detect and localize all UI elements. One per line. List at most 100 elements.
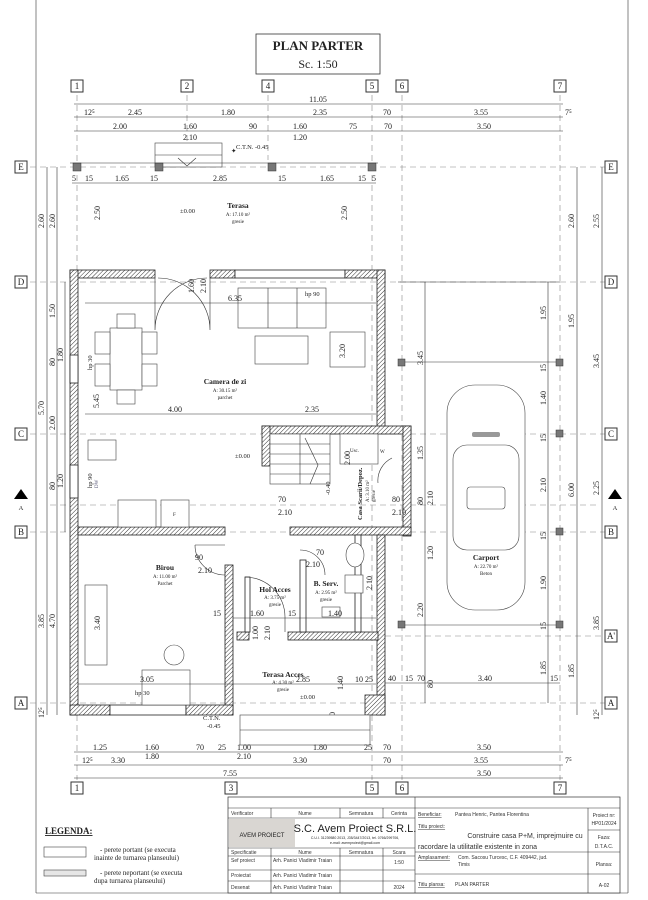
level-entry: ±0.00 — [300, 694, 315, 701]
dim: 80 — [426, 680, 435, 688]
level-hall: ±0.00 — [235, 453, 250, 460]
dim: 2.55 — [592, 214, 601, 228]
company-name: S.C. Avem Proiect S.R.L. — [294, 823, 417, 835]
fridge-label: F — [173, 513, 176, 518]
dim: 3.55 — [474, 756, 488, 765]
tb-year: 2024 — [393, 885, 404, 891]
dim: 15 — [278, 174, 286, 183]
dim: 70 — [417, 674, 425, 683]
staircase — [269, 433, 379, 485]
level-stair: -0.40 — [325, 481, 332, 495]
axis-labels-top: 1 2 4 5 6 7 — [70, 79, 567, 93]
dim: 7.55 — [223, 769, 237, 778]
dim: 2.10 — [237, 752, 251, 761]
company-logo — [229, 819, 295, 847]
hob — [117, 499, 157, 528]
room-terasa: Terasa A: 17.10 m² gresie — [226, 201, 251, 225]
dim: 80 — [48, 358, 57, 366]
coffee-table — [254, 335, 309, 365]
tb-header: Specificatie — [231, 850, 257, 856]
legend-bearing-text: - perete portant (se executa — [100, 846, 177, 854]
level-annotations: ±0.00 ±0.00 ±0.00 C.T.N. -0.45 -0.40 hp … — [87, 208, 385, 730]
tb-role: Proiectat — [231, 873, 251, 879]
tb-label: Faza: — [598, 835, 611, 841]
axis-B-right: B — [608, 527, 614, 537]
dim: 15 — [539, 532, 548, 540]
dim: 25 — [364, 743, 372, 752]
section-marker-right — [608, 489, 622, 499]
tb-name: Arh. Panici Vladimir Traian — [273, 885, 332, 891]
dim: 2.00 — [343, 451, 352, 465]
dim: 1.80 — [145, 752, 159, 761]
room-area: A: 22.70 m² — [474, 564, 499, 570]
legend-swatch-non-bearing — [43, 869, 87, 877]
tb-header: Scara — [392, 850, 405, 856]
dim: 15 — [288, 609, 296, 618]
dim: 5.45 — [92, 394, 101, 408]
furniture — [84, 287, 366, 706]
fridge — [160, 499, 190, 528]
window-label: hp 90 — [87, 473, 94, 488]
room-name: Hol Acces — [259, 585, 291, 594]
room-area: A: 3.75 m² — [264, 595, 286, 601]
dim: 1.40 — [539, 391, 548, 405]
room-floor: gresie — [372, 489, 377, 502]
dim: 1.00 — [237, 743, 251, 752]
room-floor: gresie — [232, 220, 245, 225]
dim: 3.50 — [477, 769, 491, 778]
room-hol-acces: Hol Acces A: 3.75 m² gresie — [259, 585, 291, 608]
dim: 1.25 — [93, 743, 107, 752]
dim: 12⁵ — [37, 707, 46, 718]
axis-7: 7 — [558, 81, 563, 91]
axis-D: D — [18, 277, 25, 287]
room-name: B. Serv. — [314, 579, 339, 588]
dim: 70 — [316, 548, 324, 557]
dim: 3.45 — [592, 354, 601, 368]
right-dimensions: 2.55 3.45 2.25 3.85 12⁵ 2.60 1.95 6.00 1… — [385, 167, 603, 720]
dim: 2.20 — [416, 603, 425, 617]
legend: LEGENDA: - perete portant (se executa in… — [43, 826, 183, 885]
tb-label: Titlu proiect: — [418, 824, 445, 830]
room-name: Camera de zi — [204, 377, 246, 386]
axis-6: 6 — [400, 81, 405, 91]
dishwasher-label: DW — [95, 479, 100, 488]
tb-sheet-title: PLAN PARTER — [455, 882, 490, 888]
axis-B: B — [18, 527, 24, 537]
dim: 2.60 — [37, 214, 46, 228]
dim: 70 — [278, 495, 286, 504]
doors — [154, 277, 393, 632]
room-area: A: 30.15 m² — [213, 388, 238, 394]
axis-labels-bottom: 1 3 5 6 7 — [70, 781, 567, 795]
legend-title: LEGENDA: — [45, 826, 93, 836]
dim: 2.10 — [392, 508, 406, 517]
dim: 2.60 — [567, 214, 576, 228]
dim: 2.45 — [128, 108, 142, 117]
dim: 1.20 — [426, 546, 435, 560]
room-area: A: 11.00 m² — [153, 574, 177, 580]
dim: 90 — [195, 553, 203, 562]
axis-A-prime-right: A' — [607, 631, 615, 641]
section-label-left: A — [19, 505, 24, 512]
dim: 70 — [383, 743, 391, 752]
plan-title: PLAN PARTER — [273, 38, 364, 53]
left-dimensions: 2.60 5.70 3.85 12⁵ 2.60 1.50 80 2.00 80 … — [37, 167, 66, 718]
washer-label: W — [380, 450, 385, 455]
dim: 2.50 — [340, 206, 349, 220]
dim: 1.85 — [567, 664, 576, 678]
room-camera-de-zi: Camera de zi A: 30.15 m² parchet — [204, 377, 246, 401]
tb-role: Sef proiect — [231, 858, 256, 864]
dim: 2.10 — [199, 279, 208, 293]
office-sofa — [84, 584, 108, 666]
dim: 12⁵ — [82, 756, 93, 765]
dim: 3.85 — [37, 614, 46, 628]
dim: 2.25 — [592, 481, 601, 495]
dim: 10 — [355, 675, 363, 684]
section-marker-left — [14, 489, 28, 499]
dim: 4.70 — [48, 614, 57, 628]
dim: 3.50 — [477, 743, 491, 752]
axis-labels-rows: E D C B A E D C B A' A A A — [14, 160, 622, 710]
tb-name: Arh. Panici Vladimir Traian — [273, 873, 332, 879]
dim: 3.40 — [478, 674, 492, 683]
axis-4: 4 — [266, 81, 271, 91]
axis-5-bottom: 5 — [370, 783, 375, 793]
